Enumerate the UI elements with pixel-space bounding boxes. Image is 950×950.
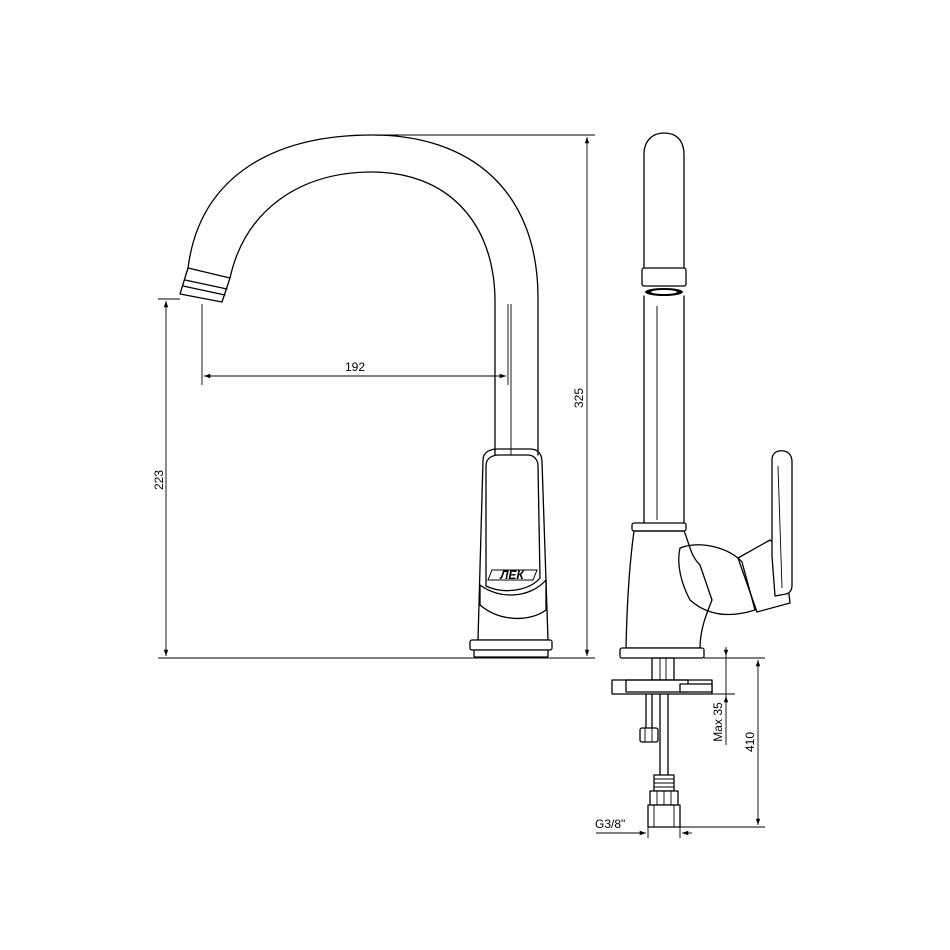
aerator-tip	[179, 267, 231, 303]
front-view: ЛЕК	[179, 134, 553, 658]
handle-lever	[485, 454, 541, 592]
faucet-body	[477, 448, 549, 641]
body-side	[625, 530, 713, 649]
dimensions-side: Max 35 410 G3/8"	[595, 647, 765, 838]
dim-label-max35: Max 35	[711, 702, 725, 742]
hose-fitting	[647, 774, 681, 828]
brand-logo: ЛЕК	[487, 568, 538, 582]
lever-blade-side	[771, 450, 793, 597]
dim-label-223: 223	[152, 470, 166, 490]
dim-label-410: 410	[743, 732, 757, 752]
spout-side-tube	[643, 132, 685, 269]
dim-label-g38: G3/8"	[595, 817, 625, 831]
handle-side	[678, 544, 756, 616]
svg-text:ЛЕК: ЛЕК	[499, 568, 525, 582]
dimensions-front: 192 223 325	[152, 134, 595, 659]
aerator-ring-side	[641, 267, 687, 287]
side-view	[611, 132, 793, 828]
base-plate-side	[619, 647, 705, 659]
base-plate	[469, 639, 553, 651]
dim-label-325: 325	[572, 388, 586, 408]
spout-inner-curve	[229, 171, 496, 456]
spout-outer-curve	[187, 134, 539, 456]
dim-label-192: 192	[345, 360, 365, 374]
